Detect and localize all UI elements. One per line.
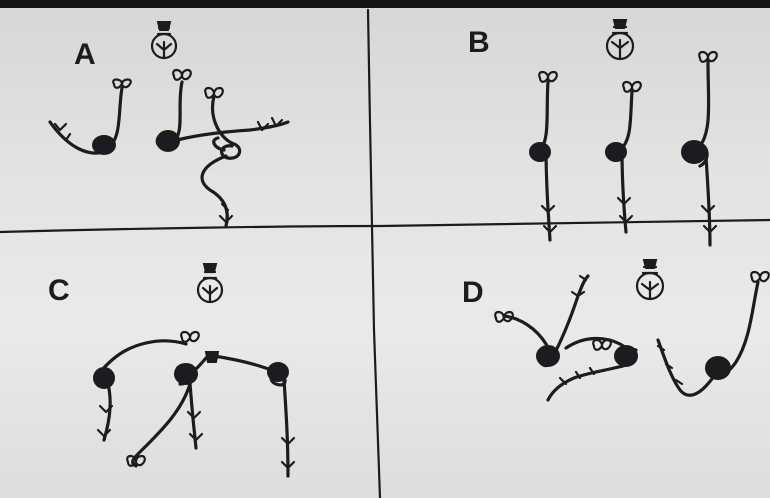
- seedling-icon: [157, 70, 288, 151]
- quadrant-label-a: A: [74, 38, 96, 71]
- seedling-icon: [206, 352, 294, 476]
- seedling-icon: [606, 82, 641, 232]
- light-bulb-icon: [607, 20, 633, 59]
- quadrant-label-d: D: [462, 276, 484, 309]
- seedling-icon: [94, 332, 199, 440]
- hand-drawn-diagram: A B C D: [0, 8, 770, 498]
- seedling-icon: [682, 52, 717, 245]
- vertical-divider: [368, 10, 380, 498]
- paper-sheet: A B C D: [0, 8, 770, 498]
- light-bulb-icon: [637, 260, 663, 299]
- seedling-icon: [530, 72, 557, 240]
- quadrant-label-b: B: [468, 26, 490, 59]
- light-bulb-icon: [152, 22, 176, 58]
- horizontal-divider: [0, 220, 770, 232]
- seedling-icon: [202, 88, 240, 226]
- seedling-icon: [495, 276, 588, 366]
- seedling-icon: [658, 272, 769, 395]
- seedling-icon: [50, 80, 131, 155]
- quadrant-label-c: C: [48, 274, 70, 307]
- light-bulb-icon: [198, 264, 222, 302]
- seedling-icon: [548, 338, 637, 400]
- seedling-icon: [127, 358, 206, 466]
